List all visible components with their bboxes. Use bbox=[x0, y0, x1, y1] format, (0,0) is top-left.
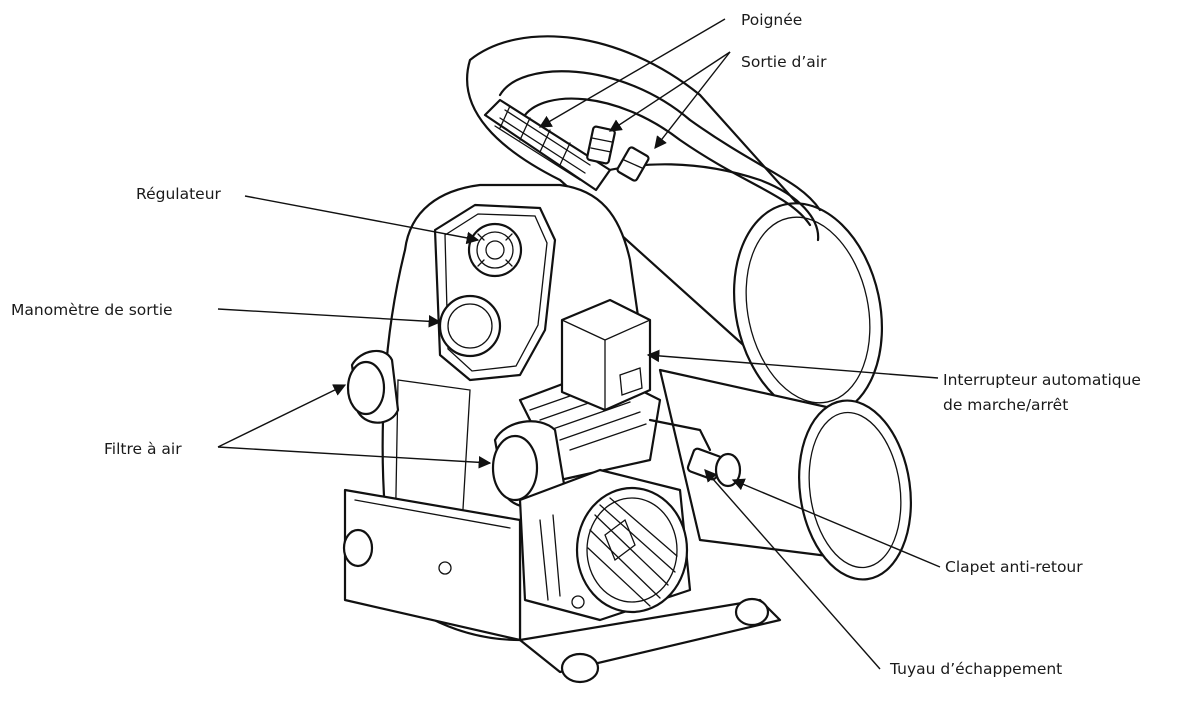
lower-tank bbox=[660, 370, 922, 587]
motor-housing bbox=[520, 470, 690, 620]
outlet-gauge bbox=[440, 296, 500, 356]
label-manometre: Manomètre de sortie bbox=[11, 301, 173, 319]
left-air-filter bbox=[348, 351, 398, 423]
label-tuyau: Tuyau d’échappement bbox=[889, 660, 1062, 678]
label-sortie-air: Sortie d’air bbox=[741, 53, 827, 71]
label-interrupteur-line2: de marche/arrêt bbox=[943, 396, 1068, 414]
label-filtre: Filtre à air bbox=[104, 440, 182, 458]
label-poignee: Poignée bbox=[741, 11, 802, 29]
regulator-knob bbox=[469, 224, 521, 276]
label-clapet: Clapet anti-retour bbox=[945, 558, 1083, 576]
label-regulateur: Régulateur bbox=[136, 185, 222, 203]
compressor-illustration bbox=[344, 36, 922, 682]
pressure-switch bbox=[562, 300, 650, 410]
label-interrupteur-line1: Interrupteur automatique bbox=[943, 371, 1141, 389]
